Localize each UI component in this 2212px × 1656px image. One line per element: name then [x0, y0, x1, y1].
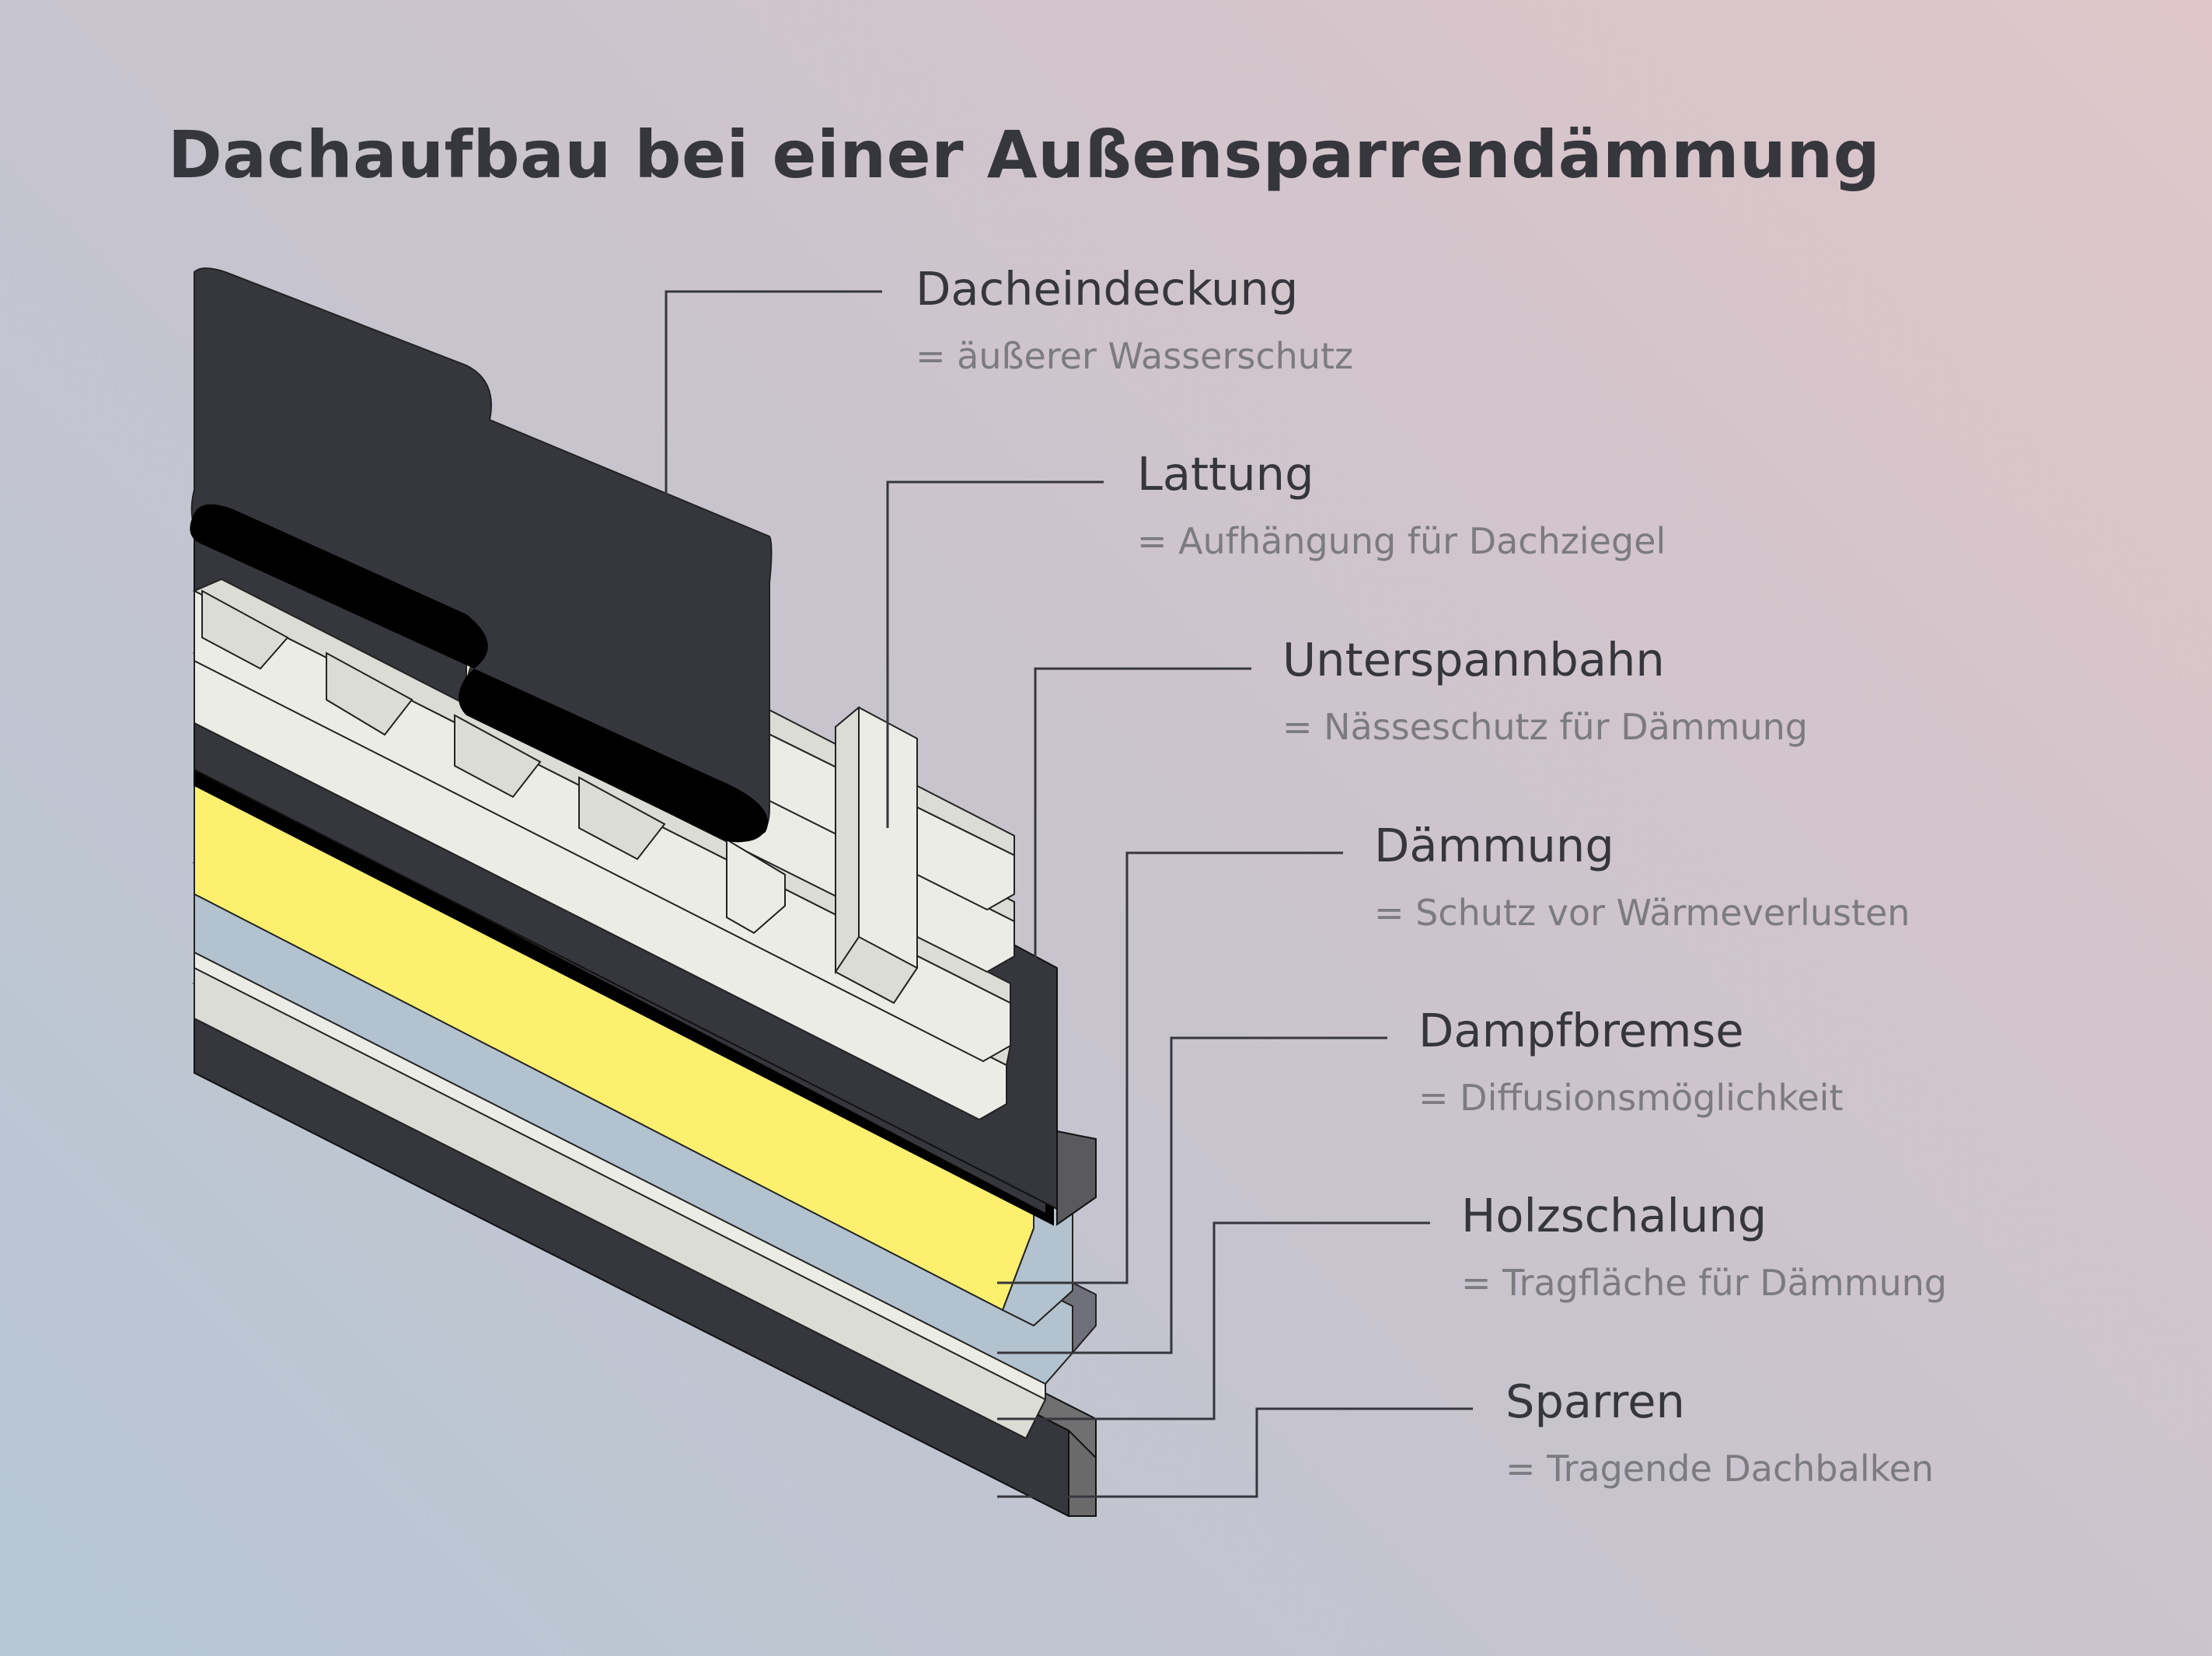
leader-lattung [886, 480, 1104, 828]
label-unterspannbahn: Unterspannbahn = Nässeschutz für Dämmung [1282, 633, 1808, 748]
label-description: = Aufhängung für Dachziegel [1137, 519, 1666, 562]
leader-lines [665, 290, 1473, 1498]
label-description: = Tragfläche für Dämmung [1461, 1261, 1947, 1304]
label-holzschalung: Holzschalung = Tragfläche für Dämmung [1461, 1189, 1947, 1304]
label-dacheindeckung: Dacheindeckung = äußerer Wasserschutz [916, 264, 1353, 376]
page-title: Dachaufbau bei einer Außensparrendämmung [168, 117, 1881, 193]
label-name: Sparren [1505, 1375, 1685, 1428]
label-name: Holzschalung [1461, 1189, 1767, 1242]
label-dampfbremse: Dampfbremse = Diffusionsmöglichkeit [1418, 1004, 1844, 1119]
label-name: Dämmung [1374, 819, 1614, 872]
label-name: Lattung [1137, 447, 1314, 501]
label-name: Dacheindeckung [916, 262, 1299, 316]
layer-dacheindeckung [190, 267, 773, 843]
leader-daemmung [997, 851, 1343, 1284]
label-description: = Tragende Dachbalken [1505, 1447, 1935, 1490]
label-description: = Schutz vor Wärmeverlusten [1374, 891, 1910, 934]
label-daemmung: Dämmung = Schutz vor Wärmeverlusten [1374, 819, 1910, 934]
label-description: = äußerer Wasserschutz [916, 334, 1354, 377]
leader-sparren [997, 1407, 1473, 1498]
label-name: Unterspannbahn [1282, 633, 1665, 687]
leader-dacheindeckung [665, 290, 882, 618]
label-description: = Diffusionsmöglichkeit [1418, 1076, 1844, 1119]
label-sparren: Sparren = Tragende Dachbalken [1505, 1375, 1935, 1490]
label-description: = Nässeschutz für Dämmung [1282, 705, 1808, 748]
label-name: Dampfbremse [1418, 1004, 1744, 1057]
leader-holzschalung [997, 1221, 1430, 1420]
leader-unterspannbahn [1034, 667, 1251, 1022]
leader-dampfbremse [997, 1036, 1387, 1354]
label-lattung: Lattung = Aufhängung für Dachziegel [1137, 449, 1666, 561]
